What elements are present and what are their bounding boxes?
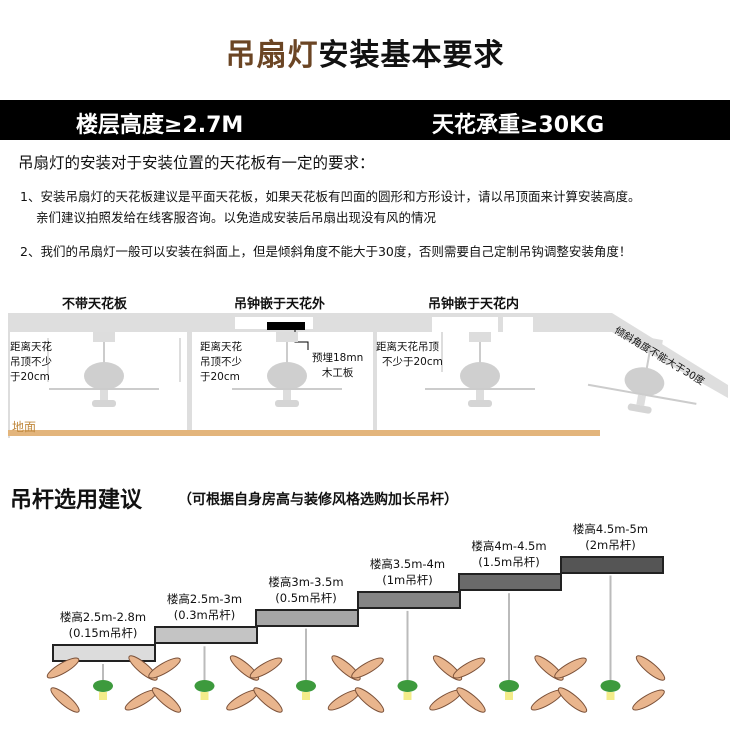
floor-label: 地面 [12, 420, 37, 434]
heading-inside: 吊钟嵌于天花内 [428, 297, 520, 312]
title-accent: 吊扇灯 [225, 38, 319, 73]
requirements-banner: 楼层高度≥2.7M 天花承重≥30KG [0, 100, 730, 140]
rod-step-label: 楼高3m-3.5m(0.5m吊杆) [251, 574, 361, 606]
step-fan-icon [148, 646, 260, 713]
step-rod: (0.5m吊杆) [275, 590, 337, 605]
floor-height-req: 楼层高度≥2.7M [76, 113, 244, 138]
rod-step-label: 楼高2.5m-3m(0.3m吊杆) [150, 591, 260, 623]
step-height: 楼高2.5m-2.8m [59, 610, 147, 624]
step-height: 楼高3.5m-4m [369, 556, 446, 571]
installation-diagram [8, 313, 728, 438]
rod-step-4 [458, 573, 562, 592]
para1-line2: 亲们建议拍照发给在线客服咨询。以免造成安装后吊扇出现没有风的情况 [36, 210, 437, 225]
step-fan-icon [554, 575, 666, 713]
rod-title: 吊杆选用建议 [10, 488, 143, 513]
intro-text: 吊扇灯的安装对于安装位置的天花板有一定的要求： [18, 154, 375, 172]
distance-note-3: 距离天花吊顶不少于20cm [376, 341, 443, 368]
rod-step-label: 楼高4m-4.5m(1.5m吊杆) [454, 538, 564, 570]
ceiling-load-req: 天花承重≥30KG [432, 113, 605, 138]
rod-step-label: 楼高2.5m-2.8m (0.15m吊杆) [48, 609, 158, 641]
step-rod: (0.3m吊杆) [173, 608, 236, 623]
rod-step-label: 楼高3.5m-4m(1m吊杆) [353, 556, 463, 588]
step-fan-icon [452, 593, 564, 713]
step-rod: (1m吊杆) [382, 572, 433, 587]
step-height: 楼高4.5m-5m [572, 521, 649, 536]
ceiling-fan-icon [49, 332, 159, 407]
rod-step-2 [255, 608, 359, 627]
rod-step-3 [356, 590, 461, 609]
rod-step-5 [559, 555, 664, 574]
step-fan-icon [351, 610, 463, 713]
rod-subtitle: （可根据自身房高与装修风格选购加长吊杆） [178, 492, 458, 508]
step-height: 楼高2.5m-3m [166, 592, 243, 607]
step-rod: (0.15m吊杆) [68, 626, 138, 640]
rod-fans [46, 575, 666, 713]
distance-note-1: 距离天花吊顶不少于20cm [10, 341, 52, 383]
heading-outside: 吊钟嵌于天花外 [234, 297, 326, 312]
ceiling-fan-icon [425, 332, 535, 407]
page-title: 吊扇灯安装基本要求 [0, 30, 730, 74]
step-height: 楼高3m-3.5m [268, 574, 344, 589]
rod-step-1 [153, 626, 258, 645]
step-height: 楼高4m-4.5m [471, 539, 547, 554]
step-rod: (1.5m吊杆) [478, 555, 540, 570]
step-fan-icon [46, 655, 158, 713]
step-rod: (2m吊杆) [585, 537, 636, 552]
rod-step-label: 楼高4.5m-5m(2m吊杆) [556, 521, 666, 553]
title-rest: 安装基本要求 [318, 38, 505, 73]
para2: 2、我们的吊扇灯一般可以安装在斜面上，但是倾斜角度不能大于30度，否则需要自己定… [20, 244, 632, 259]
ceiling-fan-icon [232, 332, 342, 407]
distance-note-2: 距离天花吊顶不少于20cm [200, 341, 242, 383]
para1-line1: 1、安装吊扇灯的天花板建议是平面天花板，如果天花板有凹面的圆形和方形设计，请以吊… [20, 189, 641, 204]
step-fan-icon [249, 628, 361, 713]
heading-no-ceiling: 不带天花板 [62, 297, 128, 312]
ceiling-fan-icon [587, 336, 697, 414]
